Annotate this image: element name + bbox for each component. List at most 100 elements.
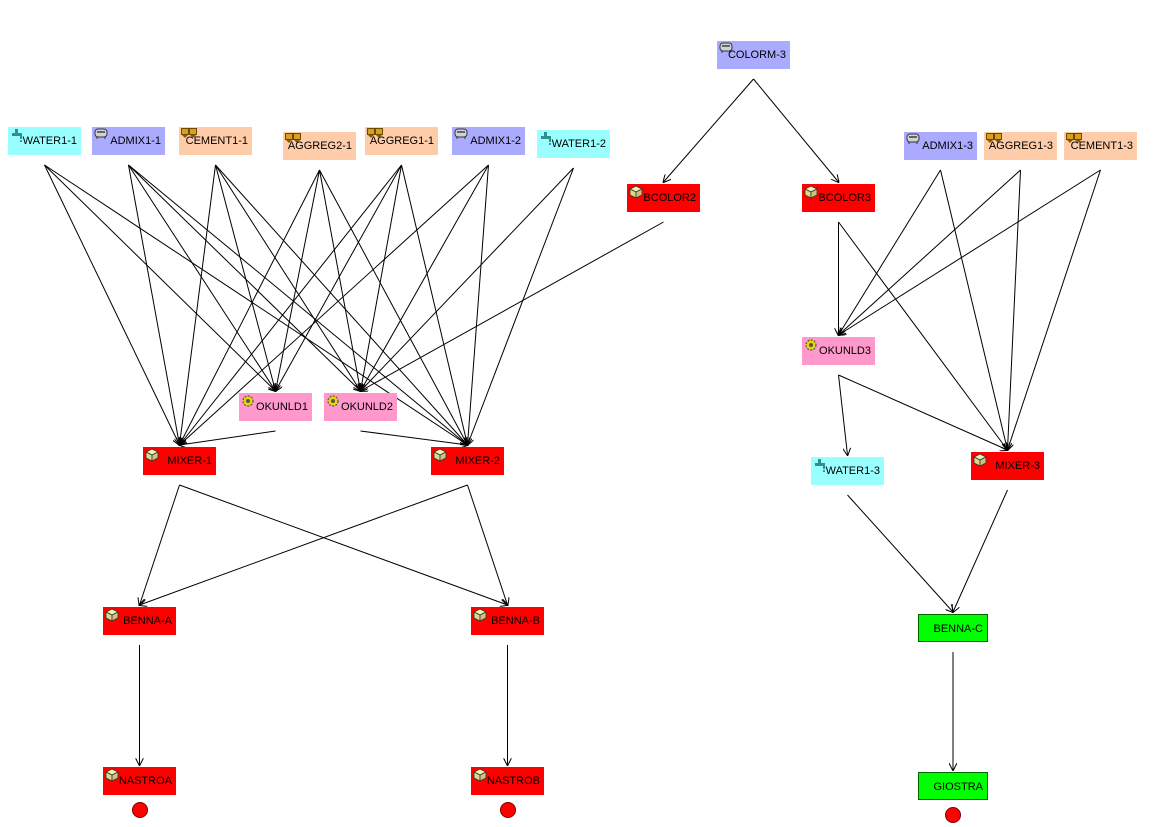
silo-icon (181, 128, 197, 142)
tank-icon (906, 133, 920, 147)
edge-cement13-to-mixer3 (1008, 169, 1101, 450)
edge-aggreg21-to-okunld1 (276, 169, 320, 391)
node-label: CEMENT1-1 (185, 135, 248, 147)
box-icon (105, 608, 119, 622)
node-okunld2[interactable]: OKUNLD2 (324, 393, 397, 421)
node-label: ADMIX1-3 (922, 140, 973, 152)
node-nastroa[interactable]: NASTROA (103, 767, 176, 795)
edge-mixer3-to-bennac (953, 489, 1008, 612)
node-label: COLORM-3 (727, 49, 786, 61)
edge-water12-to-mixer2 (468, 167, 574, 445)
node-label: WATER1-2 (551, 138, 606, 150)
node-cement13[interactable]: CEMENT1-3 (1064, 132, 1137, 160)
node-aggreg21[interactable]: AGGREG2-1 (283, 132, 356, 160)
edge-aggreg21-to-mixer1 (180, 169, 320, 445)
node-okunld1[interactable]: OKUNLD1 (239, 393, 312, 421)
node-bcolor3[interactable]: BCOLOR3 (802, 184, 875, 212)
node-label: OKUNLD1 (256, 401, 308, 413)
node-aggreg11[interactable]: AGGREG1-1 (365, 127, 438, 155)
node-colorm3[interactable]: COLORM-3 (717, 41, 790, 69)
node-label: BENNA-A (123, 615, 172, 627)
node-label: NASTROA (118, 775, 172, 787)
edge-cement11-to-okunld2 (215, 164, 361, 391)
tank-icon (94, 128, 108, 142)
faucet-icon (10, 128, 24, 142)
tank-icon (719, 42, 733, 56)
node-giostra[interactable]: GIOSTRA (918, 772, 988, 800)
edge-aggreg21-to-mixer2 (319, 169, 468, 445)
edge-mixer1-to-bennab (179, 484, 508, 605)
silo-icon (1066, 133, 1082, 147)
node-water12[interactable]: WATER1-2 (537, 130, 610, 158)
edge-mixer2-to-bennaa (140, 484, 468, 605)
edge-aggreg11-to-okunld2 (361, 164, 402, 391)
node-label: MIXER-2 (455, 455, 500, 467)
node-label: WATER1-3 (825, 465, 880, 477)
tank-icon (454, 128, 468, 142)
node-label: AGGREG1-3 (988, 140, 1053, 152)
edge-bcolor2-to-okunld2 (361, 221, 664, 391)
node-admix11[interactable]: ADMIX1-1 (92, 127, 165, 155)
node-admix13[interactable]: ADMIX1-3 (904, 132, 977, 160)
node-label: BCOLOR2 (643, 192, 696, 204)
edge-water11-to-mixer1 (44, 164, 180, 445)
node-label: BENNA-C (933, 623, 983, 635)
edge-colorm3-to-bcolor3 (753, 78, 839, 182)
node-mixer1[interactable]: MIXER-1 (143, 447, 216, 475)
edge-mixer2-to-bennab (467, 484, 508, 605)
gear-icon (241, 394, 255, 408)
box-icon (473, 768, 487, 782)
terminal-giostra[interactable] (945, 807, 961, 823)
edge-cement11-to-mixer2 (215, 164, 468, 445)
edge-water13-to-bennac (847, 494, 954, 612)
box-icon (973, 453, 987, 467)
node-water13[interactable]: WATER1-3 (811, 457, 884, 485)
edge-water11-to-mixer2 (44, 164, 468, 445)
box-icon (629, 185, 643, 199)
node-label: MIXER-3 (995, 460, 1040, 472)
node-label: MIXER-1 (167, 455, 212, 467)
node-water11[interactable]: WATER1-1 (8, 127, 81, 155)
edge-aggreg11-to-mixer1 (180, 164, 402, 445)
node-label: BENNA-B (491, 615, 540, 627)
box-icon (105, 768, 119, 782)
node-bennaa[interactable]: BENNA-A (103, 607, 176, 635)
edge-admix11-to-okunld2 (128, 164, 361, 391)
box-icon (473, 608, 487, 622)
edge-okunld3-to-water13 (838, 374, 848, 455)
node-admix12[interactable]: ADMIX1-2 (452, 127, 525, 155)
edge-cement11-to-mixer1 (180, 164, 216, 445)
node-nastrob[interactable]: NASTROB (471, 767, 544, 795)
edge-aggreg21-to-okunld2 (319, 169, 361, 391)
edge-aggreg13-to-mixer3 (1008, 169, 1021, 450)
node-okunld3[interactable]: OKUNLD3 (802, 337, 875, 365)
edge-aggreg11-to-okunld1 (276, 164, 402, 391)
edge-admix11-to-mixer1 (128, 164, 180, 445)
node-mixer3[interactable]: MIXER-3 (971, 452, 1044, 480)
node-bcolor2[interactable]: BCOLOR2 (627, 184, 700, 212)
node-cement11[interactable]: CEMENT1-1 (179, 127, 252, 155)
edge-okunld1-to-mixer1 (180, 430, 276, 445)
terminal-nastrob[interactable] (499, 802, 516, 818)
node-label: GIOSTRA (933, 781, 983, 793)
edge-admix13-to-mixer3 (940, 169, 1008, 450)
box-icon (145, 448, 159, 462)
edge-water11-to-okunld1 (44, 164, 276, 391)
node-bennac[interactable]: BENNA-C (918, 614, 988, 642)
node-aggreg13[interactable]: AGGREG1-3 (984, 132, 1057, 160)
node-bennab[interactable]: BENNA-B (471, 607, 544, 635)
terminal-nastroa[interactable] (131, 802, 148, 818)
faucet-icon (539, 131, 553, 145)
edge-okunld2-to-mixer2 (360, 430, 468, 445)
silo-icon (986, 133, 1002, 147)
edge-cement11-to-okunld1 (215, 164, 276, 391)
node-label: ADMIX1-2 (470, 135, 521, 147)
node-label: BCOLOR3 (818, 192, 871, 204)
edge-admix12-to-mixer1 (180, 164, 489, 445)
node-mixer2[interactable]: MIXER-2 (431, 447, 504, 475)
edge-admix11-to-okunld1 (128, 164, 276, 391)
node-label: OKUNLD3 (819, 345, 871, 357)
edge-admix12-to-okunld2 (361, 164, 489, 391)
